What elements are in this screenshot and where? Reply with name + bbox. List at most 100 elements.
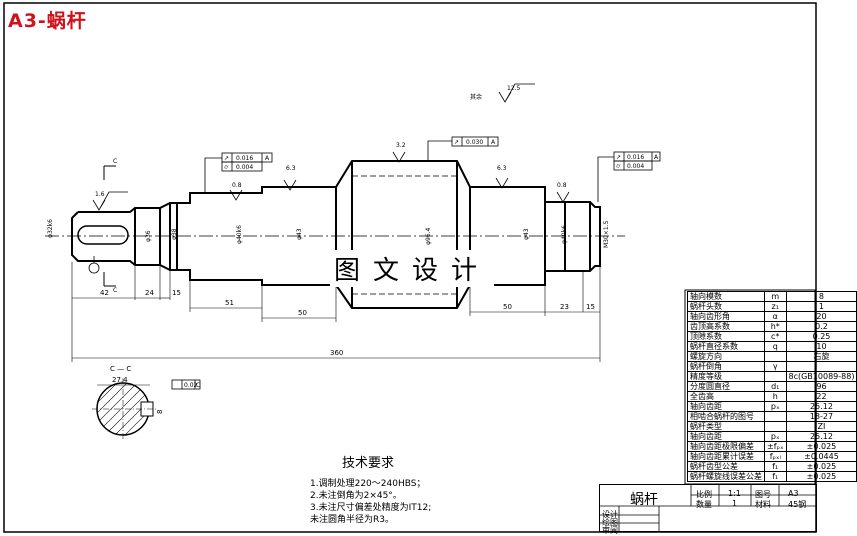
svg-text:φ40k6: φ40k6 <box>236 225 243 244</box>
tech-requirement-1: 1.调制处理220～240HBS； <box>310 479 426 489</box>
param-sym: γ <box>764 361 787 372</box>
dim-23: 23 <box>560 303 569 311</box>
gt-right-runout: 0.016 <box>627 154 644 161</box>
param-name: 精度等级 <box>687 371 765 382</box>
dim-50a: 50 <box>298 309 307 317</box>
tb-checked: 审阅 <box>602 526 618 535</box>
param-name: 蜗杆倒角 <box>687 361 765 372</box>
param-name: 分度圆直径 <box>687 381 765 392</box>
svg-text:φ96.4: φ96.4 <box>425 228 432 246</box>
param-name: 轴向齿距极限偏差 <box>687 441 765 452</box>
param-val: 1 <box>785 301 857 312</box>
gt-left-cyl: 0.004 <box>236 164 253 171</box>
gt-right-datum: A <box>654 154 659 161</box>
param-val: ±0.0445 <box>785 451 857 462</box>
keyway-width-dim: 8 <box>156 410 164 414</box>
param-name: 相啮合蜗杆的图号 <box>687 411 765 422</box>
roughness-3: 6.3 <box>286 165 296 172</box>
cut-label-top: C <box>113 158 117 165</box>
param-name: 螺旋方向 <box>687 351 765 362</box>
param-sym <box>764 371 787 382</box>
param-sym: d₁ <box>764 381 787 392</box>
dimension-lines <box>71 262 601 362</box>
param-sym <box>764 421 787 432</box>
param-name: 蜗杆齿型公差 <box>687 461 765 472</box>
param-sym: f₁ <box>764 461 787 472</box>
param-name: 轴向齿距 <box>687 431 765 442</box>
diameter-labels: φ32k6 φ36 φ38 φ40k6 φ43 φ96.4 φ43 φ40k6 … <box>47 219 610 248</box>
svg-text:φ36: φ36 <box>145 230 152 242</box>
tb-designed: 设计 <box>602 510 618 519</box>
section-title: C — C <box>110 365 131 373</box>
sheet-border <box>3 2 817 533</box>
section-view <box>92 378 201 440</box>
param-sym: pₓ <box>764 401 787 412</box>
param-name: 蜗杆类型 <box>687 421 765 432</box>
param-val: ±0.025 <box>785 471 857 482</box>
param-val: 25.12 <box>785 431 857 442</box>
dim-24: 24 <box>145 289 154 297</box>
param-sym: m <box>764 291 787 302</box>
param-row: 螺旋方向右旋 <box>687 351 857 362</box>
dim-51: 51 <box>225 299 234 307</box>
svg-text:φ32k6: φ32k6 <box>47 219 54 238</box>
roughness-6: 0.8 <box>557 182 567 189</box>
tech-requirement-2: 2.未注倒角为2×45°。 <box>310 491 402 501</box>
param-val <box>785 361 857 372</box>
svg-text:M30×1.5: M30×1.5 <box>603 220 610 248</box>
param-val: 8c(GB10089-88) <box>785 371 857 382</box>
param-name: 蜗杆头数 <box>687 301 765 312</box>
roughness-general-note: 其余 <box>470 93 482 101</box>
param-val: 18-27 <box>785 411 857 422</box>
section-cut-marks <box>103 165 116 287</box>
param-row: 精度等级 8c(GB10089-88) <box>687 371 857 382</box>
tech-requirements-heading: 技术要求 <box>342 456 395 471</box>
dim-total: 360 <box>330 349 343 357</box>
sheet-title: A3-蜗杆 <box>8 10 87 32</box>
param-sym: c* <box>764 331 787 342</box>
dim-15a: 15 <box>172 289 181 297</box>
cut-label-bottom: C <box>113 287 117 294</box>
roughness-5: 6.3 <box>497 165 507 172</box>
param-name: 轴向齿距 <box>687 401 765 412</box>
roughness-4: 3.2 <box>396 142 406 149</box>
param-sym <box>764 351 787 362</box>
param-name: 轴向齿距累计误差 <box>687 451 765 462</box>
param-name: 轴向模数 <box>687 291 765 302</box>
gt-symbol-right-cyl: ⌭ <box>616 163 621 170</box>
param-sym: pₓ <box>764 431 787 442</box>
gt-center-datum: A <box>491 139 496 146</box>
drawing-canvas: φ32k6 φ36 φ38 φ40k6 φ43 φ96.4 φ43 φ40k6 … <box>3 2 817 533</box>
gt-right-cyl: 0.004 <box>627 163 644 170</box>
param-sym: h <box>764 391 787 402</box>
param-val: 25.12 <box>785 401 857 412</box>
keyway-symmetry-value: 0.02 <box>184 382 198 389</box>
tech-requirement-4: 未注圆角半径为R3。 <box>310 515 394 525</box>
param-name: 轴向齿形角 <box>687 311 765 322</box>
tb-qty-label: 数量 <box>696 500 712 509</box>
dim-15b: 15 <box>586 303 595 311</box>
param-val: 10 <box>785 341 857 352</box>
svg-text:φ38: φ38 <box>171 228 178 240</box>
roughness-symbols <box>92 83 570 211</box>
gt-symbol-center: ↗ <box>454 139 459 146</box>
dim-50b: 50 <box>503 303 512 311</box>
keyway-slot <box>77 225 129 245</box>
datum-a-symbol <box>88 256 100 274</box>
param-val: ±0.025 <box>785 441 857 452</box>
param-val: 8 <box>785 291 857 302</box>
shaft-outline <box>71 160 601 309</box>
param-name: 蜗杆直径系数 <box>687 341 765 352</box>
